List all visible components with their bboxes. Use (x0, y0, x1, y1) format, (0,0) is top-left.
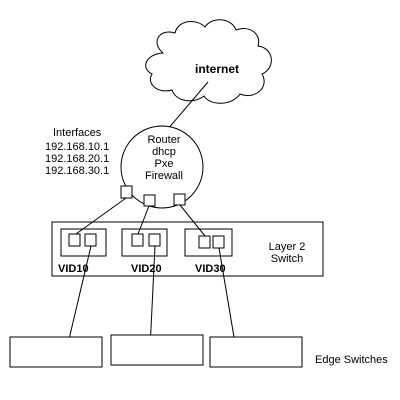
router-label-line-4: Firewall (145, 170, 183, 182)
router-vlan-link-vid30 (179, 204, 206, 237)
interfaces-title: Interfaces (53, 127, 102, 139)
vlan-port (148, 233, 161, 247)
interface-address-1: 192.168.10.1 (45, 141, 109, 153)
interface-address-2: 192.168.20.1 (45, 153, 109, 165)
vlan-label-vid10: VID10 (58, 263, 89, 275)
vlan-port (131, 233, 144, 247)
vlan-label-vid30: VID30 (195, 263, 226, 275)
edge-link-vid10 (65, 245, 92, 353)
internet-cloud (145, 19, 272, 104)
router-label-line-2: dhcp (152, 146, 176, 158)
router-port-3 (173, 193, 186, 206)
vlan-port (84, 233, 97, 247)
edge-switch-3 (209, 336, 303, 368)
internet-label: internet (195, 62, 239, 76)
vlan-label-vid20: VID20 (131, 263, 162, 275)
router-port-1 (120, 185, 133, 199)
edge-switches-label: Edge Switches (315, 354, 388, 366)
internet-router-link (166, 81, 209, 131)
router-label-line-3: Pxe (155, 158, 174, 170)
edge-switch-1 (9, 336, 103, 368)
edge-link-vid30 (218, 247, 237, 350)
router-vlan-link-vid20 (137, 205, 150, 235)
vlan-port (198, 235, 211, 249)
router-port-2 (143, 194, 156, 207)
router-node (120, 125, 204, 209)
router-vlan-link-vid10 (75, 197, 127, 235)
vlan-port (212, 235, 225, 249)
edge-switch-2 (110, 334, 204, 366)
vlan-port (68, 233, 81, 247)
interface-address-3: 192.168.30.1 (45, 165, 109, 177)
vlan-group-vid10 (60, 228, 107, 257)
router-label-line-1: Router (147, 134, 180, 146)
switch-label-line-2: Switch (271, 253, 303, 265)
edge-link-vid20 (149, 245, 156, 350)
switch-label-line-1: Layer 2 (269, 241, 306, 253)
